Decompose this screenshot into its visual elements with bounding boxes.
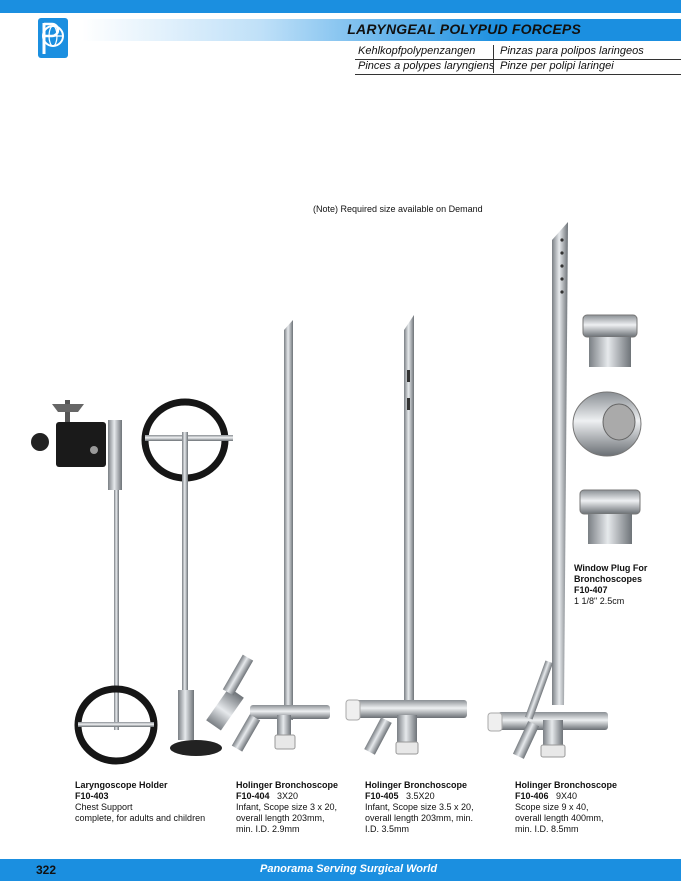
footer-bar: 322 Panorama Serving Surgical World — [0, 859, 681, 881]
divider-line — [355, 74, 681, 75]
bronchoscope-f10-405-illustration — [345, 315, 467, 755]
name-spanish: Pinzas para polipos laringeos — [500, 45, 644, 57]
caption-f10-407: Window Plug For Bronchoscopes F10-407 1 … — [574, 563, 647, 607]
title-bar: LARYNGEAL POLYPUD FORCEPS — [82, 19, 681, 41]
page-number: 322 — [36, 863, 57, 877]
globe-p-logo-icon — [38, 18, 68, 58]
product-detail: overall length 400mm, — [515, 813, 604, 823]
laryngoscope-holder-illustration — [31, 400, 158, 765]
product-size: 3.5X20 — [406, 791, 435, 801]
caption-laryngoscope-holder: Laryngoscope Holder F10-403 Chest Suppor… — [75, 780, 205, 824]
product-code: F10-404 — [236, 791, 270, 801]
caption-f10-405: Holinger Bronchoscope F10-405 3.5X20 Inf… — [365, 780, 474, 835]
product-name: Holinger Bronchoscope — [515, 780, 618, 790]
product-code: F10-407 — [574, 585, 608, 595]
product-name: Holinger Bronchoscope — [365, 780, 468, 790]
product-code: F10-403 — [75, 791, 109, 801]
caption-f10-404: Holinger Bronchoscope F10-404 3X20 Infan… — [236, 780, 338, 835]
divider-line — [355, 59, 681, 60]
window-plug-illustration — [572, 314, 642, 544]
top-bar — [0, 0, 681, 13]
product-detail: complete, for adults and children — [75, 813, 206, 823]
product-size: 3X20 — [277, 791, 299, 801]
product-detail: Infant, Scope size 3 x 20, — [236, 802, 338, 812]
name-german: Kehlkopfpolypenzangen — [358, 45, 476, 57]
product-detail: overall length 203mm, min. — [365, 813, 474, 823]
page-title: LARYNGEAL POLYPUD FORCEPS — [347, 21, 581, 37]
availability-note: (Note) Required size available on Demand — [313, 204, 483, 214]
product-size: 9X40 — [556, 791, 578, 801]
name-french: Pinces a polypes laryngiens — [358, 60, 495, 72]
product-detail: min. I.D. 8.5mm — [515, 824, 579, 834]
footer-tagline: Panorama Serving Surgical World — [260, 863, 438, 875]
product-detail: Chest Support — [75, 802, 133, 812]
product-name: Laryngoscope Holder — [75, 780, 168, 790]
product-detail: overall length 203mm, — [236, 813, 325, 823]
column-divider — [493, 45, 494, 73]
product-name: Holinger Bronchoscope — [236, 780, 339, 790]
product-detail: Infant, Scope size 3.5 x 20, — [365, 802, 474, 812]
bronchoscope-f10-404-illustration — [231, 320, 330, 752]
product-code: F10-405 — [365, 791, 399, 801]
bronchoscope-f10-406-illustration — [487, 222, 608, 759]
laryngoscope-holder-illustration — [141, 398, 254, 756]
product-detail: min. I.D. 2.9mm — [236, 824, 300, 834]
product-detail: Scope size 9 x 40, — [515, 802, 589, 812]
product-code: F10-406 — [515, 791, 549, 801]
product-detail: I.D. 3.5mm — [365, 824, 410, 834]
name-italian: Pinze per polipi laringei — [500, 60, 614, 72]
caption-f10-406: Holinger Bronchoscope F10-406 9X40 Scope… — [515, 780, 617, 835]
product-name: Bronchoscopes — [574, 574, 643, 584]
product-name: Window Plug For — [574, 563, 648, 573]
product-size: 1 1/8" 2.5cm — [574, 596, 625, 606]
